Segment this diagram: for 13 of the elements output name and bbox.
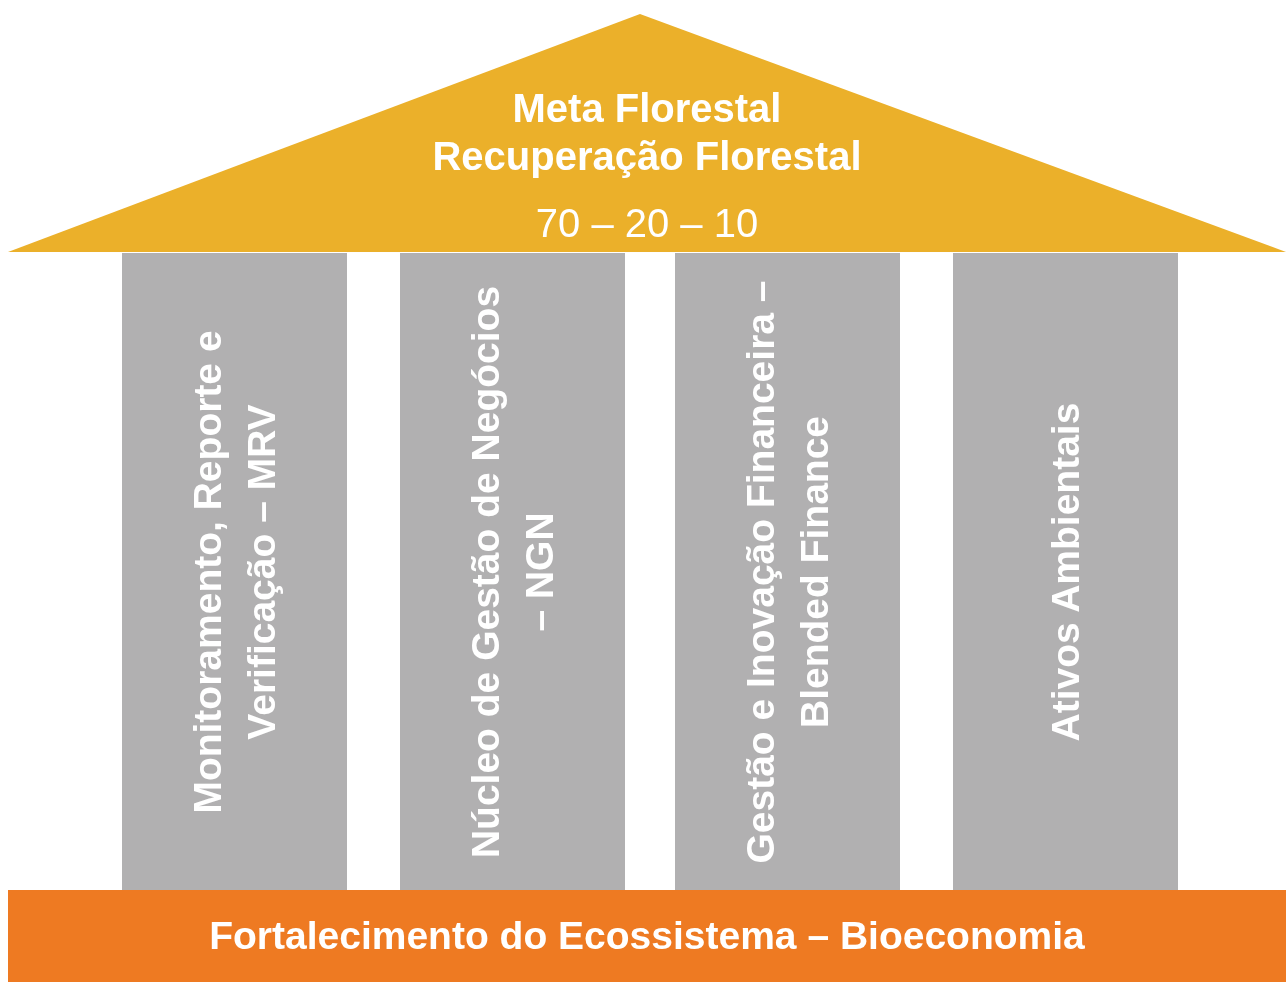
pillar-label: Gestão e Inovação Financeira – Blended Finance bbox=[737, 278, 837, 866]
pillar bbox=[675, 253, 900, 890]
pillar bbox=[953, 253, 1178, 890]
ratio-text: 70 – 20 – 10 bbox=[534, 200, 760, 247]
pillar-label: Núcleo de Gestão de Negócios – NGN bbox=[462, 284, 562, 860]
pillar-label: Ativos Ambientais bbox=[1042, 401, 1088, 743]
roof-triangle bbox=[8, 14, 1286, 252]
foundation-bar bbox=[8, 890, 1286, 982]
pillar bbox=[400, 253, 625, 890]
foundation-label: Fortalecimento do Ecossistema – Bioeconomia bbox=[208, 913, 1086, 959]
roof-heading: Meta Florestal Recuperação Florestal bbox=[431, 85, 863, 180]
pillar-label: Monitoramento, Reporte e Verificação – MRV bbox=[184, 328, 284, 816]
pillar bbox=[122, 253, 347, 890]
